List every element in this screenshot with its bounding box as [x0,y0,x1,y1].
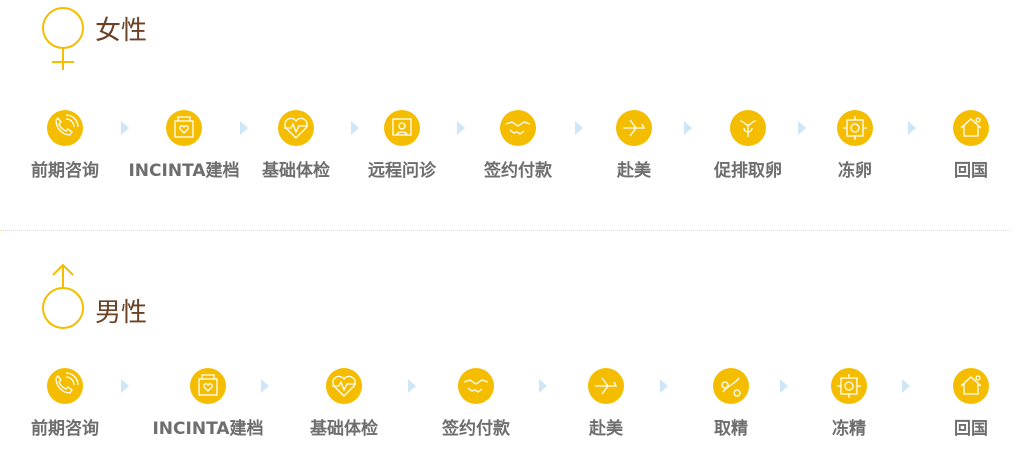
arrow-right-icon [121,121,129,135]
male-step[interactable]: 前期咨询 [0,368,135,439]
step-label: 远程问诊 [368,161,436,181]
step-label: 冻精 [832,419,866,439]
female-symbol-icon [42,7,84,70]
male-step[interactable]: 基础体检 [274,368,414,439]
female-step[interactable]: 促排取卵 [678,110,818,181]
step-label: 赴美 [617,161,651,181]
sperm-icon [721,377,741,397]
step-label: 冻卵 [838,161,872,181]
step-icon-circle [831,368,867,404]
folder-heart-icon [174,116,194,138]
arrow-right-icon [660,379,668,393]
step-icon-circle [953,110,989,146]
uterus-icon [739,120,757,137]
handshake-icon [463,379,489,393]
step-icon-circle [730,110,766,146]
female-step[interactable]: 前期咨询 [0,110,135,181]
female-step[interactable]: INCINTA建档 [114,110,254,181]
male-step[interactable]: 取精 [661,368,801,439]
video-call-icon [392,118,412,136]
step-icon-circle [500,110,536,146]
female-step[interactable]: 回国 [901,110,1024,181]
male-step[interactable]: 赴美 [536,368,676,439]
step-icon-circle [713,368,749,404]
freeze-icon [837,374,861,398]
phone-icon [55,372,79,394]
step-icon-circle [278,110,314,146]
female-step[interactable]: 远程问诊 [332,110,472,181]
step-icon-circle [190,368,226,404]
step-icon-circle [458,368,494,404]
step-icon-circle [166,110,202,146]
phone-icon [55,114,79,136]
step-label: 回国 [954,161,988,181]
female-step[interactable]: 冻卵 [785,110,925,181]
step-label: 回国 [954,419,988,439]
arrow-right-icon [902,379,910,393]
arrow-right-icon [908,121,916,135]
arrow-right-icon [261,379,269,393]
step-label: 签约付款 [484,161,552,181]
female-title: 女性 [95,16,148,46]
step-label: INCINTA建档 [152,419,264,439]
step-icon-circle [47,110,83,146]
arrow-right-icon [539,379,547,393]
step-label: 赴美 [589,419,623,439]
step-icon-circle [47,368,83,404]
arrow-right-icon [798,121,806,135]
home-icon [960,375,982,395]
arrow-right-icon [780,379,788,393]
step-label: 促排取卵 [714,161,782,181]
step-icon-circle [326,368,362,404]
airplane-icon [623,119,645,137]
arrow-right-icon [408,379,416,393]
step-icon-circle [588,368,624,404]
step-label: 签约付款 [442,419,510,439]
folder-heart-icon [198,374,218,396]
step-icon-circle [616,110,652,146]
male-step[interactable]: 回国 [901,368,1024,439]
step-label: INCINTA建档 [128,161,240,181]
freeze-icon [843,116,867,140]
arrow-right-icon [684,121,692,135]
arrow-right-icon [121,379,129,393]
female-step[interactable]: 基础体检 [226,110,366,181]
step-label: 基础体检 [310,419,378,439]
step-label: 基础体检 [262,161,330,181]
male-title: 男性 [95,298,148,328]
section-divider [0,230,1010,231]
male-step[interactable]: 签约付款 [406,368,546,439]
arrow-right-icon [457,121,465,135]
female-step[interactable]: 签约付款 [448,110,588,181]
male-symbol-icon [42,263,84,329]
male-step[interactable]: INCINTA建档 [138,368,278,439]
male-step[interactable]: 冻精 [779,368,919,439]
home-icon [960,117,982,137]
arrow-right-icon [575,121,583,135]
handshake-icon [505,121,531,135]
step-icon-circle [837,110,873,146]
step-icon-circle [384,110,420,146]
airplane-icon [595,377,617,395]
arrow-right-icon [351,121,359,135]
step-label: 前期咨询 [31,161,99,181]
step-label: 取精 [714,419,748,439]
step-icon-circle [953,368,989,404]
female-step[interactable]: 赴美 [564,110,704,181]
heartbeat-icon [284,117,308,139]
arrow-right-icon [240,121,248,135]
step-label: 前期咨询 [31,419,99,439]
heartbeat-icon [332,375,356,397]
